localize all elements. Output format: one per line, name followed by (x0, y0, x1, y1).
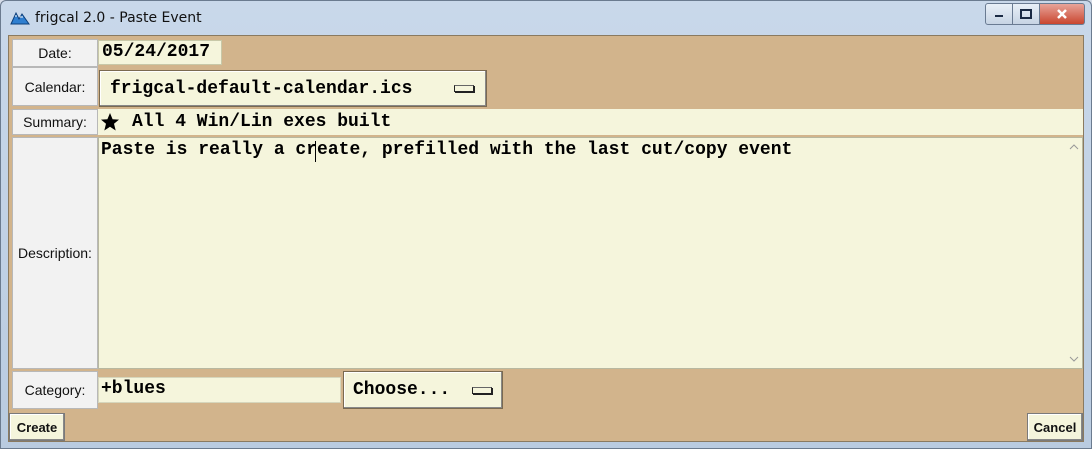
close-icon (1057, 9, 1067, 19)
description-textarea[interactable]: Paste is really a create, prefilled with… (98, 137, 1083, 369)
maximize-icon (1020, 9, 1032, 19)
scroll-up-icon (1069, 144, 1079, 150)
close-button[interactable] (1040, 3, 1085, 25)
summary-label: Summary: (12, 109, 98, 135)
option-menu-indicator-icon (472, 386, 492, 394)
scroll-down-icon (1069, 356, 1079, 362)
category-choose-button[interactable]: Choose... (343, 371, 503, 409)
window-controls (985, 3, 1085, 25)
calendar-menu-value: frigcal-default-calendar.ics (110, 78, 413, 99)
calendar-label: Calendar: (12, 67, 98, 106)
maximize-button[interactable] (1013, 3, 1040, 25)
text-cursor (315, 141, 316, 162)
summary-value: All 4 Win/Lin exes built (132, 112, 392, 132)
title-bar: frigcal 2.0 - Paste Event (1, 1, 1091, 35)
category-menu-label: Choose... (353, 380, 451, 400)
app-icon (10, 11, 30, 25)
event-form: Date: 05/24/2017 Calendar: frigcal-defau… (8, 35, 1084, 442)
summary-field[interactable]: All 4 Win/Lin exes built (98, 109, 1083, 135)
date-label: Date: (12, 39, 98, 67)
star-icon (101, 113, 119, 131)
category-field[interactable]: +blues (98, 377, 341, 403)
description-scrollbar[interactable] (1066, 138, 1082, 368)
cancel-button[interactable]: Cancel (1027, 413, 1083, 441)
calendar-menu-button[interactable]: frigcal-default-calendar.ics (99, 70, 487, 107)
window-title: frigcal 2.0 - Paste Event (35, 10, 202, 26)
option-menu-indicator-icon (454, 85, 474, 92)
minimize-button[interactable] (985, 3, 1013, 25)
create-button[interactable]: Create (9, 413, 65, 441)
description-label: Description: (12, 137, 98, 369)
category-label: Category: (12, 371, 98, 409)
date-field[interactable]: 05/24/2017 (98, 40, 222, 65)
minimize-icon (995, 15, 1003, 17)
description-text: Paste is really a create, prefilled with… (101, 140, 793, 160)
